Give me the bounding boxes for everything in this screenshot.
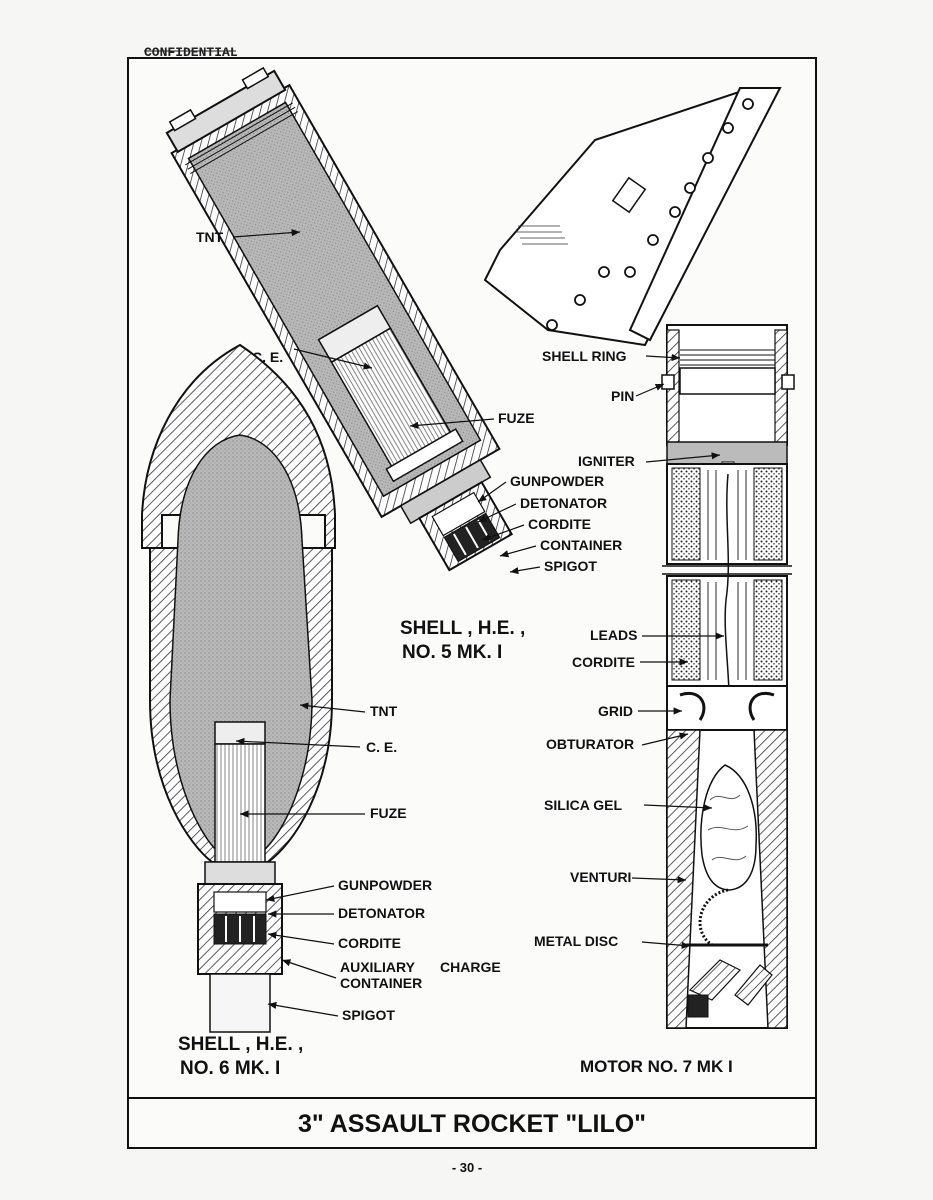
motor7-label-silica-gel: SILICA GEL: [544, 797, 622, 813]
clip-plate-drawing: [483, 87, 782, 347]
motor7-leader-pin: [635, 383, 665, 397]
shell6-leader-ce: [235, 737, 361, 748]
motor7-leader-venturi: [631, 876, 687, 884]
motor7-label-cordite: CORDITE: [572, 654, 635, 670]
motor7-label-grid: GRID: [598, 703, 633, 719]
shell5-leader-container: [499, 545, 537, 558]
motor7-label-venturi: VENTURI: [570, 869, 631, 885]
shell6-label-container: CONTAINER: [340, 975, 422, 991]
shell5-label-cordite: CORDITE: [528, 516, 591, 532]
shell5-leader-ce: [293, 348, 373, 370]
motor7-leader-igniter: [645, 452, 721, 463]
shell6-leader-cordite: [267, 931, 335, 945]
shell6-leader-spigot: [267, 1001, 339, 1017]
shell-no6-drawing: [141, 343, 336, 1033]
shell5-label-fuze: FUZE: [498, 410, 535, 426]
shell5-leader-spigot: [509, 566, 541, 575]
title-box: [127, 1097, 817, 1149]
shell6-caption-line2: NO. 6 MK. I: [180, 1058, 280, 1079]
shell6-leader-tnt: [299, 702, 366, 713]
motor7-caption: MOTOR NO. 7 MK I: [580, 1057, 733, 1076]
motor7-leader-obturator: [641, 732, 689, 746]
shell5-leader-fuze: [409, 418, 495, 429]
shell6-label-ce: C. E.: [366, 739, 397, 755]
shell5-label-tnt: TNT: [196, 229, 224, 245]
shell5-label-spigot: SPIGOT: [544, 558, 597, 574]
motor-no7-drawing: [661, 324, 795, 1029]
classification-header: CONFIDENTIAL: [144, 45, 238, 60]
shell5-caption-line2: NO. 5 MK. I: [402, 642, 502, 663]
shell6-leader-container: [281, 959, 337, 979]
shell6-label-gunpowder: GUNPOWDER: [338, 877, 432, 893]
shell5-label-detonator: DETONATOR: [520, 495, 607, 511]
shell6-caption-line1: SHELL , H.E. ,: [178, 1034, 303, 1055]
motor7-label-pin: PIN: [611, 388, 634, 404]
shell5-caption-line1: SHELL , H.E. ,: [400, 618, 525, 639]
motor7-leader-metal-disc: [641, 941, 691, 949]
motor7-label-leads: LEADS: [590, 627, 637, 643]
motor7-label-shell-ring: SHELL RING: [542, 348, 627, 364]
shell5-label-container: CONTAINER: [540, 537, 622, 553]
shell5-leader-cordite: [481, 524, 525, 541]
motor7-label-metal-disc: METAL DISC: [534, 933, 618, 949]
shell5-leader-tnt: [232, 229, 301, 238]
main-title: 3" ASSAULT ROCKET "LILO": [298, 1110, 646, 1138]
motor7-leader-silica-gel: [643, 804, 713, 812]
shell6-label-auxiliary: AUXILIARY: [340, 959, 416, 975]
shell6-label-detonator: DETONATOR: [338, 905, 425, 921]
shell6-label-cordite: CORDITE: [338, 935, 401, 951]
shell6-label-fuze: FUZE: [370, 805, 407, 821]
shell-no5-drawing: [165, 66, 514, 572]
shell6-leader-gunpowder: [265, 885, 335, 902]
shell6-label-charge: CHARGE: [440, 959, 501, 975]
shell5-leader-gunpowder: [477, 481, 507, 503]
shell5-leader-detonator: [477, 503, 517, 523]
page-number: - 30 -: [452, 1160, 482, 1175]
shell6-label-spigot: SPIGOT: [342, 1007, 395, 1023]
motor7-leader-shell-ring: [645, 353, 681, 362]
shell5-label-gunpowder: GUNPOWDER: [510, 473, 604, 489]
shell6-label-tnt: TNT: [370, 703, 398, 719]
motor7-label-igniter: IGNITER: [578, 453, 635, 469]
motor7-label-obturator: OBTURATOR: [546, 736, 634, 752]
